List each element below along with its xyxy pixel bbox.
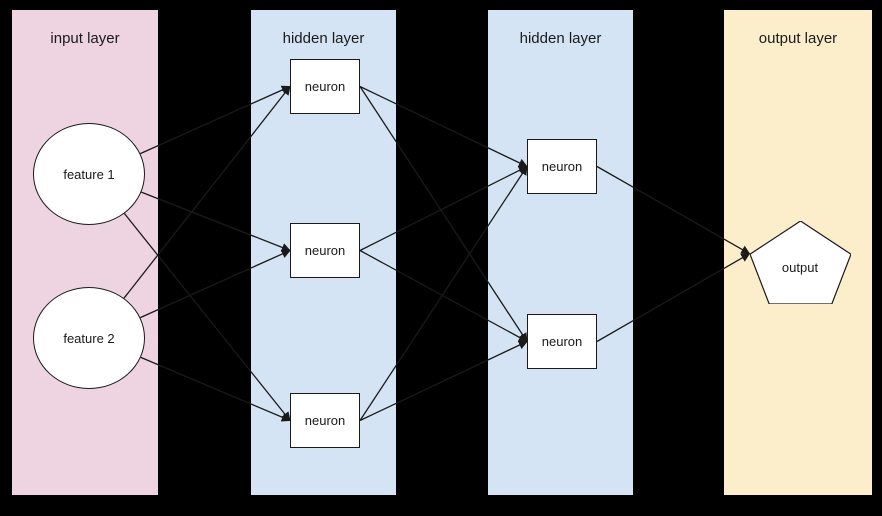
node-label: neuron <box>304 243 346 258</box>
node-label: neuron <box>541 334 583 349</box>
node-label: feature 1 <box>63 166 115 182</box>
node-label: output <box>781 259 819 275</box>
input-node-feature-1[interactable]: feature 1 <box>33 123 145 225</box>
hidden1-neuron-1[interactable]: neuron <box>290 59 360 114</box>
node-label: neuron <box>304 413 346 428</box>
node-label: neuron <box>304 79 346 94</box>
layer-title-hidden-2: hidden layer <box>519 30 602 47</box>
hidden1-neuron-2[interactable]: neuron <box>290 223 360 278</box>
layer-title-output: output layer <box>758 30 838 47</box>
layer-panel-hidden-2: hidden layer <box>488 10 633 495</box>
pentagon-shape <box>749 220 851 304</box>
input-node-feature-2[interactable]: feature 2 <box>33 287 145 389</box>
layer-title-input: input layer <box>50 30 120 47</box>
hidden2-neuron-1[interactable]: neuron <box>527 139 597 194</box>
hidden2-neuron-2[interactable]: neuron <box>527 314 597 369</box>
node-label: neuron <box>541 159 583 174</box>
output-node[interactable]: output <box>749 220 851 304</box>
layer-panel-input: input layer <box>12 10 158 495</box>
layer-title-hidden-1: hidden layer <box>282 30 365 47</box>
hidden1-neuron-3[interactable]: neuron <box>290 393 360 448</box>
node-label: feature 2 <box>63 330 115 346</box>
